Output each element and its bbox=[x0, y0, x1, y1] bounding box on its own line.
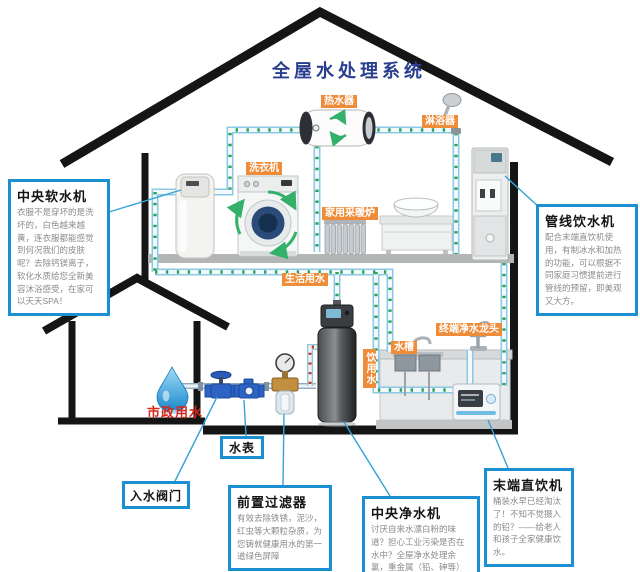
vanity-basin bbox=[379, 197, 455, 254]
inlet-valve-unit bbox=[204, 370, 238, 399]
label-municipal-water: 市政用水 bbox=[147, 405, 204, 420]
callout-title: 末端直饮机 bbox=[493, 478, 564, 493]
callout-central-softener: 中央软水机 衣服不是穿坏的是洗坏的，白色越来越黄，连衣服都能感觉到何况我们的皮肤… bbox=[8, 179, 110, 316]
washing-machine bbox=[226, 175, 299, 260]
label-domestic-water: 生活用水 bbox=[282, 273, 328, 286]
callout-title: 中央净水机 bbox=[371, 506, 442, 521]
label-sink: 水槽 bbox=[391, 341, 417, 354]
water-heater bbox=[299, 109, 376, 147]
callout-central-purifier: 中央净水机 讨厌自来水漂白粉的味道？担心工业污染是否在水中？全屋净水处理余氯，重… bbox=[362, 496, 480, 572]
pre-filter-unit bbox=[271, 353, 299, 415]
label-washing-machine: 洗衣机 bbox=[246, 162, 282, 175]
callout-title: 中央软水机 bbox=[17, 189, 88, 204]
label-heating-furnace: 家用采暖炉 bbox=[322, 207, 378, 220]
page-title: 全屋水处理系统 bbox=[272, 61, 426, 81]
callout-title: 管线饮水机 bbox=[545, 214, 616, 229]
pipeline-dispenser-unit bbox=[471, 147, 509, 261]
callout-water-meter: 水表 bbox=[220, 436, 264, 459]
callout-body: 配合末端直饮机使用，有制冰水和加热的功能，可以根据不同家庭习惯提前进行管线的预留… bbox=[545, 232, 622, 306]
raw-water-riser-pipe bbox=[307, 344, 320, 386]
callout-pre-filter: 前置过滤器 有效去除铁锈，泥沙，红虫等大颗粒杂质，为您铸就健康用水的第一道绿色屏… bbox=[228, 485, 332, 571]
callout-body: 衣服不是穿坏的是洗坏的，白色越来越黄，连衣服都能感觉到何况我们的皮肤呢？去除钙镁… bbox=[17, 207, 94, 307]
upper-floor-slab bbox=[148, 254, 514, 263]
water-meter-unit bbox=[233, 378, 265, 399]
callout-inlet-valve: 入水阀门 bbox=[122, 481, 190, 509]
label-terminal-faucet: 终端净水龙头 bbox=[436, 323, 502, 336]
radiator bbox=[324, 220, 366, 255]
label-hot-water-heater: 热水器 bbox=[321, 95, 357, 108]
water-softener-unit bbox=[175, 173, 215, 259]
callout-body: 桶装水早已经淘汰了！不知不觉摄入的铅？——给老人和孩子全家健康饮水。 bbox=[493, 496, 562, 557]
water-drop-icon bbox=[156, 366, 189, 415]
callout-pipeline-dispenser: 管线饮水机 配合末端直饮机使用，有制冰水和加热的功能，可以根据不同家庭习惯提前进… bbox=[536, 204, 638, 316]
callout-title: 前置过滤器 bbox=[237, 495, 308, 510]
callout-body: 有效去除铁锈，泥沙，红虫等大颗粒杂质，为您铸就健康用水的第一道绿色屏障 bbox=[237, 513, 323, 562]
under-sink-purifier-unit bbox=[452, 383, 501, 421]
main-house-outline bbox=[59, 6, 615, 435]
callout-terminal-ro: 末端直饮机 桶装水早已经淘汰了！不知不觉摄入的铅？——给老人和孩子全家健康饮水。 bbox=[484, 468, 574, 567]
label-drinking-water: 饮用水 bbox=[363, 349, 376, 388]
pointer-lines bbox=[108, 175, 541, 497]
callout-body: 讨厌自来水漂白粉的味道？担心工业污染是否在水中？全屋净水处理余氯，重金属（铅、砷… bbox=[371, 524, 465, 572]
label-shower: 淋浴器 bbox=[422, 115, 458, 128]
central-purifier-unit bbox=[317, 300, 357, 427]
